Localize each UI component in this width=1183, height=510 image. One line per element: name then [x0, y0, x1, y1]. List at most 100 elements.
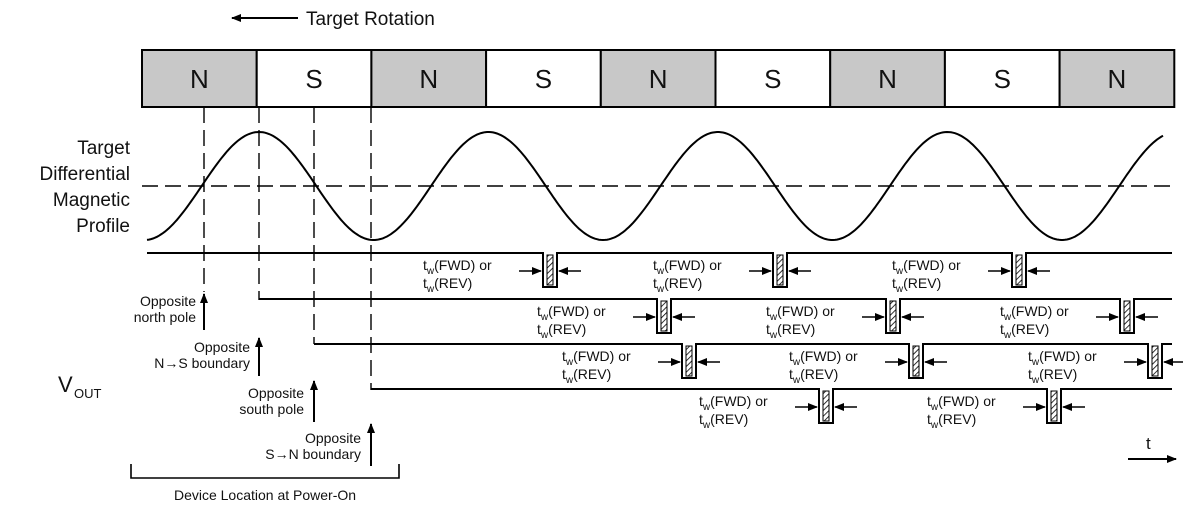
- pulse-label-fwd: tw(FWD) or: [699, 393, 768, 413]
- pulse-label-rev: tw(REV): [892, 275, 941, 295]
- pole-north: N: [141, 49, 258, 108]
- pole-north: N: [370, 49, 488, 108]
- pulse-label-fwd: tw(FWD) or: [927, 393, 996, 413]
- pole-label: S: [994, 64, 1011, 94]
- pulse-label-rev: tw(REV): [1028, 366, 1077, 386]
- vout-trace-line: [259, 298, 1172, 334]
- vout-subscript: OUT: [74, 386, 102, 401]
- position-ns-boundary: Opposite N→S boundary: [154, 337, 263, 376]
- pulse-width-hatch: [546, 254, 554, 286]
- pole-label: N: [878, 64, 897, 94]
- pulse-width-hatch: [1015, 254, 1023, 286]
- pole-box: [1058, 49, 1176, 108]
- vout-main: V: [58, 372, 73, 397]
- pulse-label-fwd: tw(FWD) or: [1028, 348, 1097, 368]
- pole-north: N: [599, 49, 717, 108]
- profile-label-3: Magnetic: [53, 190, 130, 211]
- magnetic-profile: Target Differential Magnetic Profile: [40, 130, 1170, 242]
- pulse-label-rev: tw(REV): [423, 275, 472, 295]
- position-label-line1: Opposite: [248, 385, 304, 401]
- vout-trace-line: [314, 343, 1172, 379]
- pulse-label-fwd: tw(FWD) or: [562, 348, 631, 368]
- pulse-label-fwd: tw(FWD) or: [766, 303, 835, 323]
- pole-north: N: [829, 49, 946, 108]
- pulse-label-rev: tw(REV): [766, 321, 815, 341]
- pulse-label-fwd: tw(FWD) or: [653, 257, 722, 277]
- pole-label: S: [764, 64, 781, 94]
- profile-label-1: Target: [77, 138, 131, 159]
- pole-north: N: [1058, 49, 1176, 108]
- position-label-line1: Opposite: [194, 339, 250, 355]
- pulse-label-rev: tw(REV): [537, 321, 586, 341]
- time-axis: t: [1128, 434, 1177, 463]
- position-label-line2: north pole: [134, 309, 196, 325]
- profile-label-4: Profile: [76, 216, 130, 237]
- pole-south: S: [255, 49, 373, 108]
- pole-south: S: [943, 49, 1061, 108]
- device-location-bracket: Device Location at Power-On: [130, 464, 400, 503]
- power-on-positions: Opposite north pole Opposite N→S boundar…: [134, 293, 375, 466]
- profile-label-2: Differential: [40, 164, 130, 185]
- pole-box: [370, 49, 488, 108]
- bracket-icon: [130, 464, 400, 479]
- pole-label: N: [190, 64, 209, 94]
- pole-label: N: [649, 64, 668, 94]
- pulse-width-hatch: [889, 300, 897, 332]
- pole-label: S: [305, 64, 322, 94]
- position-label-line2: S→N boundary: [265, 446, 361, 462]
- vout-trace-line: [371, 388, 1172, 424]
- profile-waveform: [146, 130, 1164, 242]
- position-south-pole: Opposite south pole: [239, 380, 318, 422]
- pulse-width-hatch: [1151, 345, 1159, 377]
- pulse-label-rev: tw(REV): [562, 366, 611, 386]
- position-label-line2: south pole: [239, 401, 304, 417]
- pulse-label-fwd: tw(FWD) or: [789, 348, 858, 368]
- pulse-label-fwd: tw(FWD) or: [892, 257, 961, 277]
- vout-trace-line: [147, 252, 1172, 288]
- pole-label: N: [1108, 64, 1127, 94]
- pulse-width-hatch: [912, 345, 920, 377]
- alignment-guides: [203, 107, 372, 390]
- pulse-width-hatch: [1050, 390, 1058, 422]
- position-sn-boundary: Opposite S→N boundary: [265, 423, 375, 466]
- pulse-width-hatch: [822, 390, 830, 422]
- position-label-line1: Opposite: [305, 430, 361, 446]
- pulse-width-hatch: [660, 300, 668, 332]
- pole-south: S: [485, 49, 602, 108]
- pulse-width-hatch: [1123, 300, 1131, 332]
- position-north-pole: Opposite north pole: [134, 293, 208, 330]
- time-axis-label: t: [1146, 434, 1151, 453]
- pulse-label-fwd: tw(FWD) or: [423, 257, 492, 277]
- pulse-label-rev: tw(REV): [699, 411, 748, 431]
- pole-south: S: [714, 49, 832, 108]
- pulse-width-hatch: [776, 254, 784, 286]
- pole-box: [255, 49, 373, 108]
- pulse-label-fwd: tw(FWD) or: [1000, 303, 1069, 323]
- vout-label: V OUT: [58, 372, 102, 401]
- device-location-label: Device Location at Power-On: [174, 487, 356, 503]
- position-label-line2: N→S boundary: [154, 355, 250, 371]
- pulse-label-rev: tw(REV): [927, 411, 976, 431]
- pulse-label-fwd: tw(FWD) or: [537, 303, 606, 323]
- pole-label: S: [535, 64, 552, 94]
- pole-label: N: [419, 64, 438, 94]
- pulse-width-hatch: [685, 345, 693, 377]
- pulse-label-rev: tw(REV): [1000, 321, 1049, 341]
